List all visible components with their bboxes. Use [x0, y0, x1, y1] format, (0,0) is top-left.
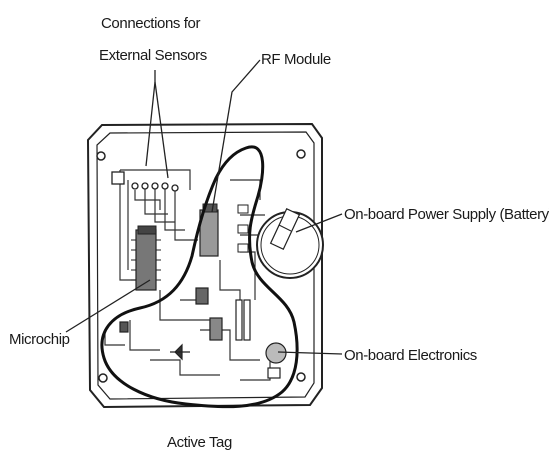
label-electronics: On-board Electronics	[344, 347, 477, 364]
tag-housing	[86, 122, 323, 409]
microchip-component	[131, 225, 161, 291]
caption-active-tag: Active Tag	[167, 434, 232, 451]
label-connections-line1: Connections for	[101, 15, 200, 32]
label-power-supply: On-board Power Supply (Battery)	[344, 206, 549, 223]
battery-component	[256, 208, 324, 279]
sensor-connection-pins	[111, 171, 179, 192]
rf-module-component	[199, 203, 249, 257]
misc-components	[119, 287, 287, 379]
label-rf-module: RF Module	[261, 51, 331, 68]
screw-holes	[96, 149, 306, 383]
electronics-boundary	[100, 145, 299, 409]
leader-lines	[65, 59, 343, 355]
label-microchip: Microchip	[9, 331, 70, 348]
label-connections-line2: External Sensors	[99, 47, 207, 64]
circuit-traces	[104, 169, 271, 381]
